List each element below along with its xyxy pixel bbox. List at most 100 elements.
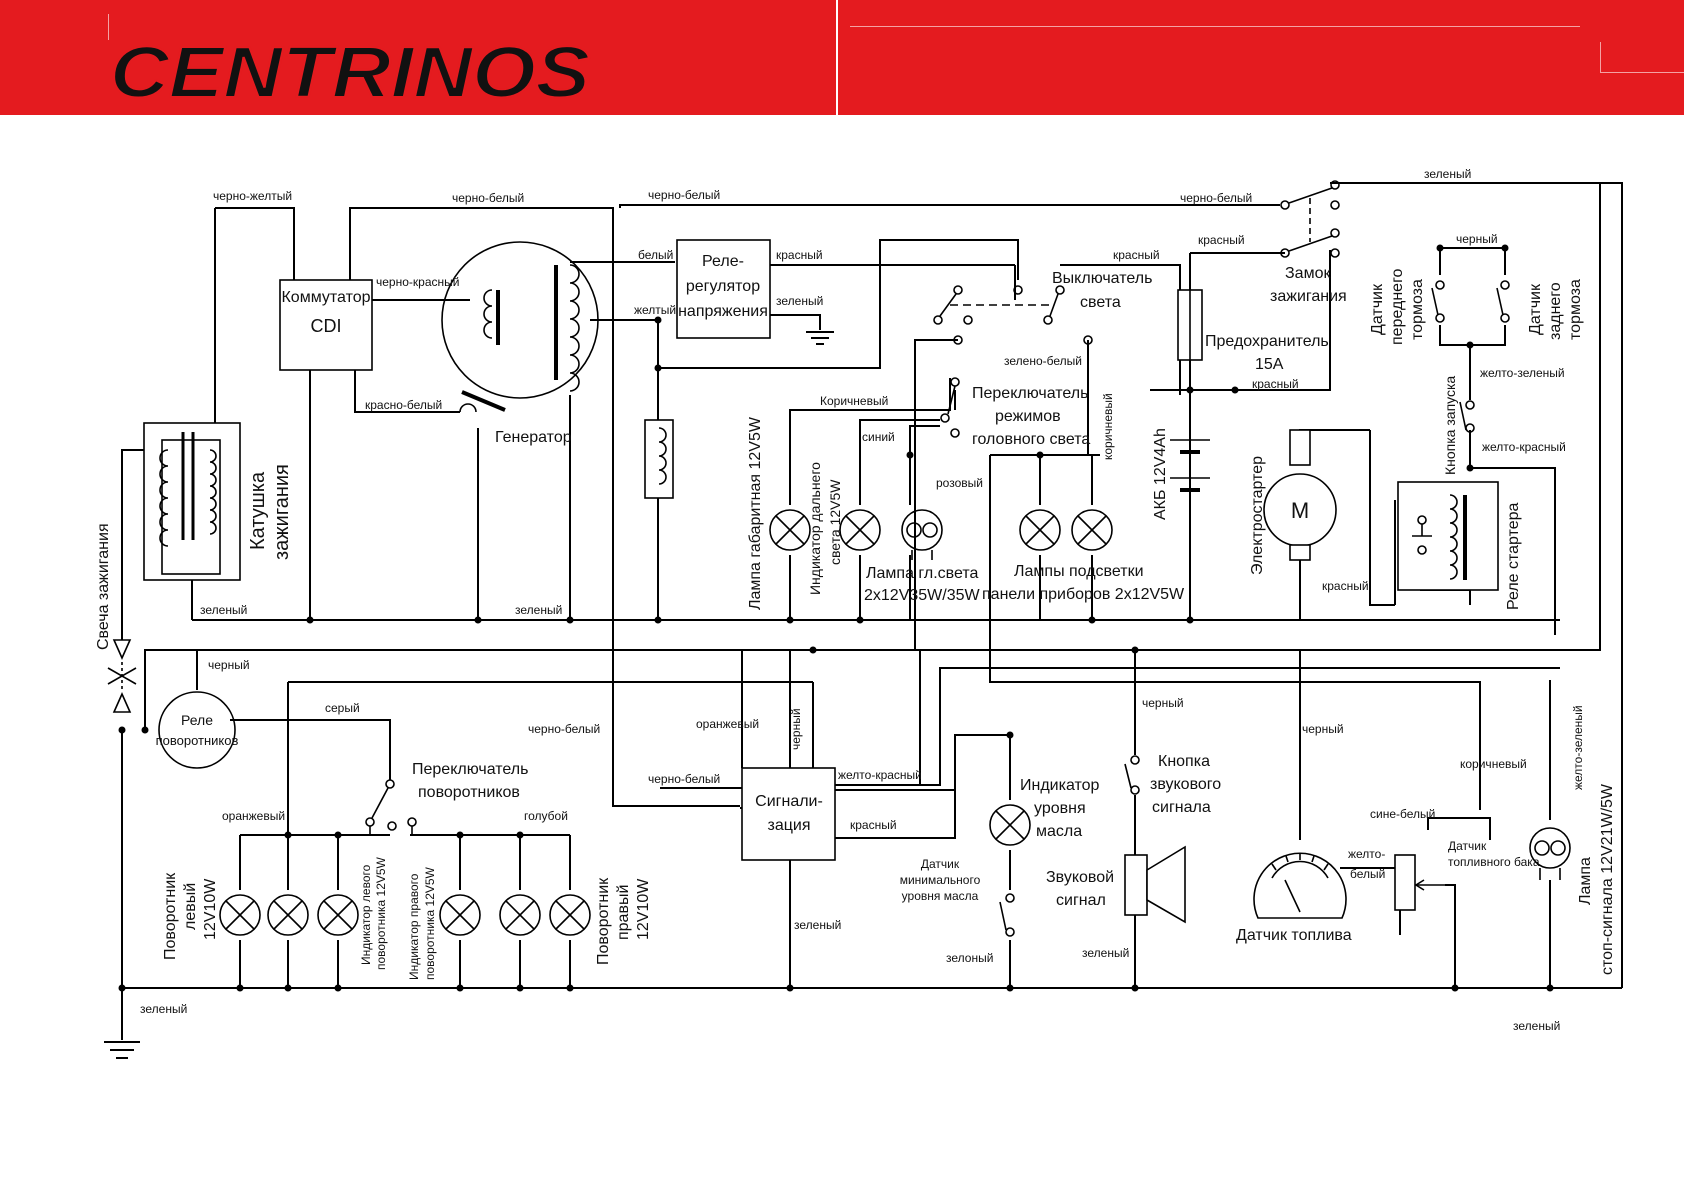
generator: Генератор — [441, 241, 599, 446]
turn-switch-label-2: поворотников — [418, 784, 520, 801]
turn-right-label-3: 12V10W — [635, 878, 652, 940]
turn-relay-label-2: поворотников — [156, 733, 239, 748]
wire-label: зелено-белый — [1004, 354, 1082, 368]
wire-label: черный — [1302, 722, 1344, 736]
front-brake-label-1: Датчик — [1369, 283, 1386, 335]
turn-left-label-2: левый — [182, 883, 199, 930]
rear-brake-label-2: заднего — [1547, 282, 1564, 340]
wire-label: зеленый — [1513, 1019, 1560, 1033]
oil-level-indicator: Индикатор уровня масла — [989, 777, 1100, 846]
fuse-15a: Предохранитель 15А — [1177, 289, 1329, 373]
battery-label: АКБ 12V4Ah — [1152, 428, 1169, 520]
horn: Звуковой сигнал — [1046, 845, 1186, 924]
ignition-lock: Замок зажигания — [1270, 180, 1347, 305]
wire-label: белый — [638, 248, 673, 262]
wire-label: черно-белый — [1180, 191, 1252, 205]
header-corner — [1600, 42, 1684, 73]
oil-sensor-label-2: минимального — [900, 873, 981, 887]
fuel-tank-sensor: Датчик топливного бака — [1394, 839, 1540, 911]
wire-label: Коричневый — [820, 394, 888, 408]
wire-label: коричневый — [1101, 393, 1115, 460]
oil-level-sensor: Датчик минимального уровня масла — [900, 857, 1015, 937]
wire-label: черно-белый — [648, 188, 720, 202]
horn-button-label-3: сигнала — [1152, 799, 1211, 816]
wire-label: оранжевый — [222, 809, 285, 823]
headlight-switch-label-2: режимов — [995, 408, 1061, 425]
junction-dots — [118, 244, 1554, 992]
front-brake-label-3: тормоза — [1409, 279, 1426, 340]
wire-label: черно-белый — [648, 772, 720, 786]
header-bar — [0, 0, 1684, 115]
oil-sensor-label-3: уровня масла — [902, 889, 979, 903]
turn-right-label-1: Поворотник — [595, 877, 612, 965]
left-indicator-label-2: поворотника 12V5W — [374, 856, 388, 970]
wire-label: черный — [789, 708, 803, 750]
wire-label: желто-зеленый — [1571, 705, 1585, 790]
headlamp-label-2: 2х12V35W/35W — [864, 587, 981, 604]
high-beam-indicator: Индикатор дальнего света 12V5W — [807, 462, 881, 595]
wire-label: красный — [1252, 377, 1299, 391]
horn-label-1: Звуковой — [1046, 869, 1114, 886]
wire-label: черный — [1456, 232, 1498, 246]
fuse-label-1: Предохранитель — [1205, 333, 1329, 350]
turn-left-label-3: 12V10W — [202, 878, 219, 940]
left-turn-indicator: Индикатор левого поворотника 12V5W — [317, 856, 388, 970]
light-switch-label-2: света — [1080, 294, 1121, 311]
wire-label: желто- — [1348, 847, 1385, 861]
turn-switch-label-1: Переключатель — [412, 761, 528, 778]
turn-lamps-left: Поворотник левый 12V10W — [162, 872, 309, 960]
cdi-label: CDI — [311, 316, 342, 336]
left-indicator-label-1: Индикатор левого — [359, 864, 373, 965]
fuse-label-2: 15А — [1255, 356, 1284, 373]
dash-lamps-label-2: панели приборов 2х12V5W — [982, 586, 1185, 603]
ignition-lock-label-2: зажигания — [1270, 288, 1347, 305]
right-turn-indicator: Индикатор правого поворотника 12V5W — [407, 866, 481, 980]
right-indicator-label-2: поворотника 12V5W — [423, 866, 437, 980]
wire-label: сине-белый — [1370, 807, 1435, 821]
wire-label: черный — [1142, 696, 1184, 710]
battery: АКБ 12V4Ah — [1152, 428, 1210, 520]
start-button-label: Кнопка запуска — [1442, 376, 1458, 475]
dash-lamps: Лампы подсветки панели приборов 2х12V5W — [982, 509, 1185, 603]
stop-lamp-label-2: стоп-сигнала 12V21W/5W — [1599, 783, 1616, 975]
brand-logo: CENTRINOS — [110, 33, 590, 113]
headlight-switch-label-3: головного света — [972, 431, 1090, 448]
start-button: Кнопка запуска — [1442, 376, 1475, 475]
wire-label: красный — [850, 818, 897, 832]
headlight-mode-switch: Переключатель режимов головного света — [940, 377, 1090, 448]
alarm-label-2: зация — [768, 817, 811, 834]
fuel-gauge: Датчик топлива — [1236, 852, 1352, 944]
spark-plug-label: Свеча зажигания — [95, 523, 112, 650]
wire-label: зеленый — [515, 603, 562, 617]
wire-label: красный — [776, 248, 823, 262]
motor-symbol: M — [1291, 498, 1309, 523]
starter-relay: Реле стартера — [1397, 481, 1522, 610]
wire-label: желто-красный — [838, 768, 922, 782]
turn-right-label-2: правый — [615, 885, 632, 940]
wire-label: зеленый — [776, 294, 823, 308]
wire-label: черно-желтый — [213, 189, 292, 203]
ignition-lock-label-1: Замок — [1285, 265, 1331, 282]
starter-label: Электростартер — [1249, 456, 1266, 575]
wire-label: зеленый — [200, 603, 247, 617]
ignition-coil-label-1: Катушка — [247, 471, 269, 550]
dash-lamps-label-1: Лампы подсветки — [1014, 563, 1144, 580]
wire-label: красно-белый — [365, 398, 442, 412]
fuel-gauge-label: Датчик топлива — [1236, 927, 1352, 944]
turn-lamps-right: Поворотник правый 12V10W — [499, 877, 652, 965]
light-switch-label-1: Выключатель — [1052, 270, 1152, 287]
commutator-cdi: Коммутатор CDI — [279, 279, 373, 371]
turn-relay-label-1: Реле — [181, 712, 213, 728]
turn-relay: Реле поворотников — [156, 691, 239, 769]
generator-label: Генератор — [495, 429, 572, 446]
wire-label: желто-красный — [1482, 440, 1566, 454]
commutator-label: Коммутатор — [281, 289, 370, 306]
headlamp-label-1: Лампа гл.света — [866, 565, 979, 582]
wire-labels: черно-желтый черно-белый черно-белый чер… — [140, 167, 1585, 1033]
wire-label: красный — [1322, 579, 1369, 593]
wire-label: зелоный — [946, 951, 993, 965]
starter-motor: M Электростартер — [1249, 429, 1337, 575]
voltage-regulator: Реле- регулятор напряжения — [644, 239, 771, 499]
wire-label: зеленый — [140, 1002, 187, 1016]
